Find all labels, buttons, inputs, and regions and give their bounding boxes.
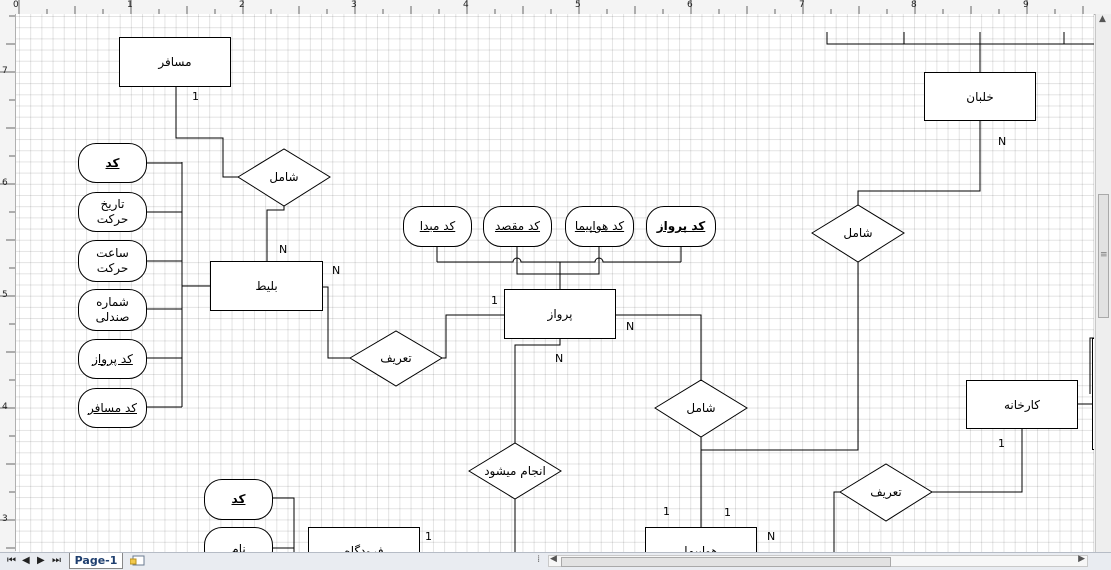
first-page-icon[interactable]: ⏮ <box>7 555 16 566</box>
attribute-destination-code[interactable]: کد مقصد <box>483 206 552 247</box>
ruler-label: 0 <box>13 0 19 10</box>
cardinality-label: N <box>332 264 341 277</box>
attribute-passenger-code[interactable]: کد مسافر <box>78 388 147 428</box>
relationship-includes-flight[interactable]: شامل <box>686 401 716 415</box>
entity-flight[interactable]: پرواز <box>504 289 616 339</box>
attribute-origin-code[interactable]: کد مبدا <box>403 206 472 247</box>
cardinality-label: 1 <box>192 90 199 103</box>
cardinality-label: 1 <box>724 506 731 519</box>
next-page-icon[interactable]: ▶ <box>37 555 45 566</box>
ruler-label: 6 <box>2 178 8 188</box>
left-ruler-ticks <box>0 15 15 549</box>
vertical-scrollbar[interactable]: ▲ ≡ <box>1095 14 1111 552</box>
tab-page-1[interactable]: Page-1 <box>69 553 123 569</box>
attribute-flight-code[interactable]: کد پرواز <box>646 206 716 247</box>
ruler-label: 9 <box>1023 0 1029 10</box>
relationship-diamond <box>468 442 562 500</box>
cardinality-label: 1 <box>663 505 670 518</box>
entity-airplane[interactable]: هواپیما <box>645 527 757 552</box>
ruler-label: 6 <box>687 0 693 10</box>
ruler-label: 4 <box>2 402 8 412</box>
page-tab-bar: ⏮ ◀ ▶ ⏭ Page-1 ⁞ ◀ ▶ <box>0 552 1111 570</box>
scroll-right-icon[interactable]: ▶ <box>1078 554 1085 564</box>
cardinality-label: 1 <box>998 437 1005 450</box>
entity-pilot[interactable]: خلبان <box>924 72 1036 121</box>
relationship-diamond <box>811 204 905 263</box>
horizontal-scrollbar[interactable]: ◀ ▶ <box>548 554 1088 567</box>
attribute-ticket-flight-code[interactable]: کد پرواز <box>78 339 147 379</box>
ruler-label: 5 <box>2 290 8 300</box>
insert-page-icon[interactable] <box>130 555 148 566</box>
relationship-includes-pilot[interactable]: شامل <box>843 226 873 240</box>
top-ruler: 0 1 2 3 4 5 6 7 8 9 <box>0 0 1111 15</box>
cardinality-label: N <box>555 352 564 365</box>
cardinality-label: 1 <box>491 294 498 307</box>
left-ruler: 7 6 5 4 3 <box>0 14 16 551</box>
horizontal-scroll-thumb[interactable] <box>561 557 891 567</box>
attribute-seat-number[interactable]: شماره صندلی <box>78 289 147 331</box>
attribute-airport-code[interactable]: کد <box>204 479 273 520</box>
ruler-label: 1 <box>127 0 133 10</box>
ruler-label: 7 <box>2 66 8 76</box>
drawing-canvas[interactable]: مسافر بلیط پرواز خلبان کارخانه فرودگاه ه… <box>16 14 1094 552</box>
ruler-label: 3 <box>351 0 357 10</box>
relationship-defines-factory[interactable]: تعریف <box>870 485 902 499</box>
relationship-diamond <box>237 148 331 207</box>
relationship-includes-passenger[interactable]: شامل <box>269 170 299 184</box>
split-handle-icon[interactable]: ⁞ <box>537 554 541 565</box>
relationship-diamond <box>654 379 748 438</box>
attribute-departure-date[interactable]: تاریخ حرکت <box>78 192 147 232</box>
previous-page-icon[interactable]: ◀ <box>22 555 30 566</box>
entity-partial[interactable] <box>1092 338 1094 450</box>
attribute-airplane-code[interactable]: کد هواپیما <box>565 206 634 247</box>
grip-icon: ≡ <box>1100 250 1108 260</box>
ruler-label: 8 <box>911 0 917 10</box>
cardinality-label: N <box>626 320 635 333</box>
cardinality-label: N <box>998 135 1007 148</box>
scroll-left-icon[interactable]: ◀ <box>550 554 557 564</box>
attribute-departure-time[interactable]: ساعت حرکت <box>78 240 147 282</box>
cardinality-label: N <box>767 530 776 543</box>
ruler-label: 4 <box>463 0 469 10</box>
connector-lines <box>147 32 1094 552</box>
ruler-label: 7 <box>799 0 805 10</box>
entity-ticket[interactable]: بلیط <box>210 261 323 311</box>
cardinality-label: N <box>279 243 288 256</box>
top-ruler-ticks <box>18 0 1084 14</box>
last-page-icon[interactable]: ⏭ <box>52 555 61 566</box>
relationship-diamond <box>839 463 933 522</box>
ruler-label: 3 <box>2 514 8 524</box>
vertical-scroll-thumb[interactable] <box>1098 194 1109 318</box>
ruler-label: 5 <box>575 0 581 10</box>
ruler-label: 2 <box>239 0 245 10</box>
relationship-defines-ticket[interactable]: تعریف <box>380 351 412 365</box>
attribute-ticket-code[interactable]: کد <box>78 143 147 183</box>
entity-airport[interactable]: فرودگاه <box>308 527 420 552</box>
entity-passenger[interactable]: مسافر <box>119 37 231 87</box>
entity-factory[interactable]: کارخانه <box>966 380 1078 429</box>
relationship-diamond <box>349 330 443 387</box>
attribute-airport-name[interactable]: نام <box>204 527 273 552</box>
relationship-performed[interactable]: انجام میشود <box>484 464 546 478</box>
scroll-up-icon[interactable]: ▲ <box>1099 14 1106 24</box>
cardinality-label: 1 <box>425 530 432 543</box>
